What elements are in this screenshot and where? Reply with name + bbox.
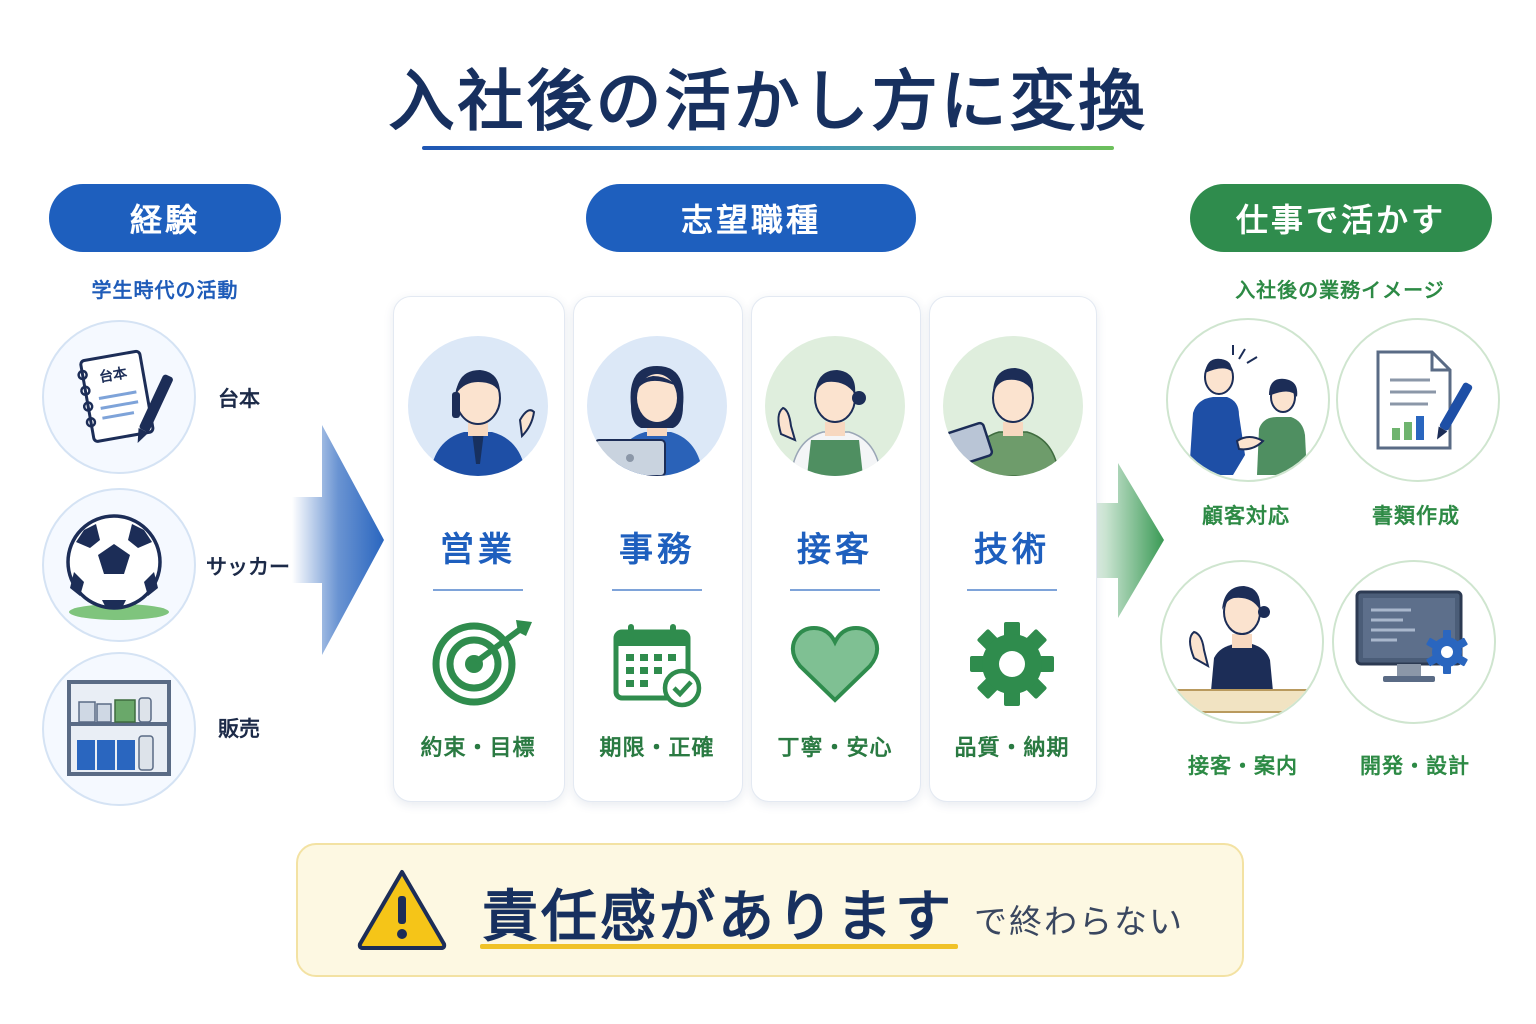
monitor-gear-icon [1355,590,1468,682]
soccer-ball-icon [66,514,169,620]
work-item-customer [1166,318,1330,482]
gear-icon [970,622,1054,706]
work-label: 顧客対応 [1202,504,1290,528]
reception-clerk-icon [1171,586,1313,713]
experience-caption: 学生時代の活動 [91,278,239,302]
page-title: 入社後の活かし方に変換 [388,63,1148,140]
calendar-check-icon [613,624,702,708]
job-value: 丁寧・安心 [777,736,893,761]
work-label: 開発・設計 [1360,754,1470,778]
work-label: 接客・案内 [1188,754,1298,778]
person-laptop-icon [594,366,703,476]
person-apron-icon [777,370,882,476]
store-clerk-avatar [765,336,905,476]
divider [967,589,1057,591]
handshake-icon [1189,345,1307,475]
technician-avatar [943,336,1083,476]
jobs-header: 志望職種 [586,184,916,252]
experience-label: サッカー [206,555,290,579]
person-on-phone-icon [430,370,536,476]
divider [790,589,880,591]
experience-header: 経験 [49,184,281,252]
divider [433,589,523,591]
heart-icon [790,625,880,703]
work-item-documents [1336,318,1500,482]
work-item-development [1332,560,1496,724]
work-item-reception [1160,560,1324,724]
experience-item-script: 台本 [42,320,196,474]
script-notebook-icon: 台本 [77,349,173,444]
work-label: 書類作成 [1372,504,1460,528]
job-name: 事務 [619,530,695,570]
experience-label: 台本 [218,387,260,411]
note-sub-text: で終わらない [974,902,1184,941]
document-pen-icon [1376,350,1473,450]
job-name: 技術 [974,530,1050,570]
work-header: 仕事で活かす [1190,184,1492,252]
office-worker-avatar [587,336,727,476]
experience-item-sales [42,652,196,806]
note-main-text: 責任感があります [482,885,954,950]
job-name: 接客 [797,530,873,570]
experience-item-soccer [42,488,196,642]
target-icon [432,620,532,706]
experience-label: 販売 [218,717,260,741]
arrow-right-blue-icon [292,425,384,655]
note-underline [480,944,958,949]
warning-note [296,843,1244,977]
job-value: 品質・納期 [954,736,1070,761]
salesman-avatar [408,336,548,476]
title-underline [422,146,1114,150]
store-shelf-icon [67,680,171,776]
person-tablet-icon [943,368,1060,476]
arrow-right-green-icon [1096,463,1164,618]
job-name: 営業 [440,530,516,570]
svg-text:台本: 台本 [98,364,130,386]
warning-icon [357,870,447,950]
job-value: 約束・目標 [420,736,536,761]
work-caption: 入社後の業務イメージ [1235,278,1445,302]
job-value: 期限・正確 [599,736,715,761]
divider [612,589,702,591]
